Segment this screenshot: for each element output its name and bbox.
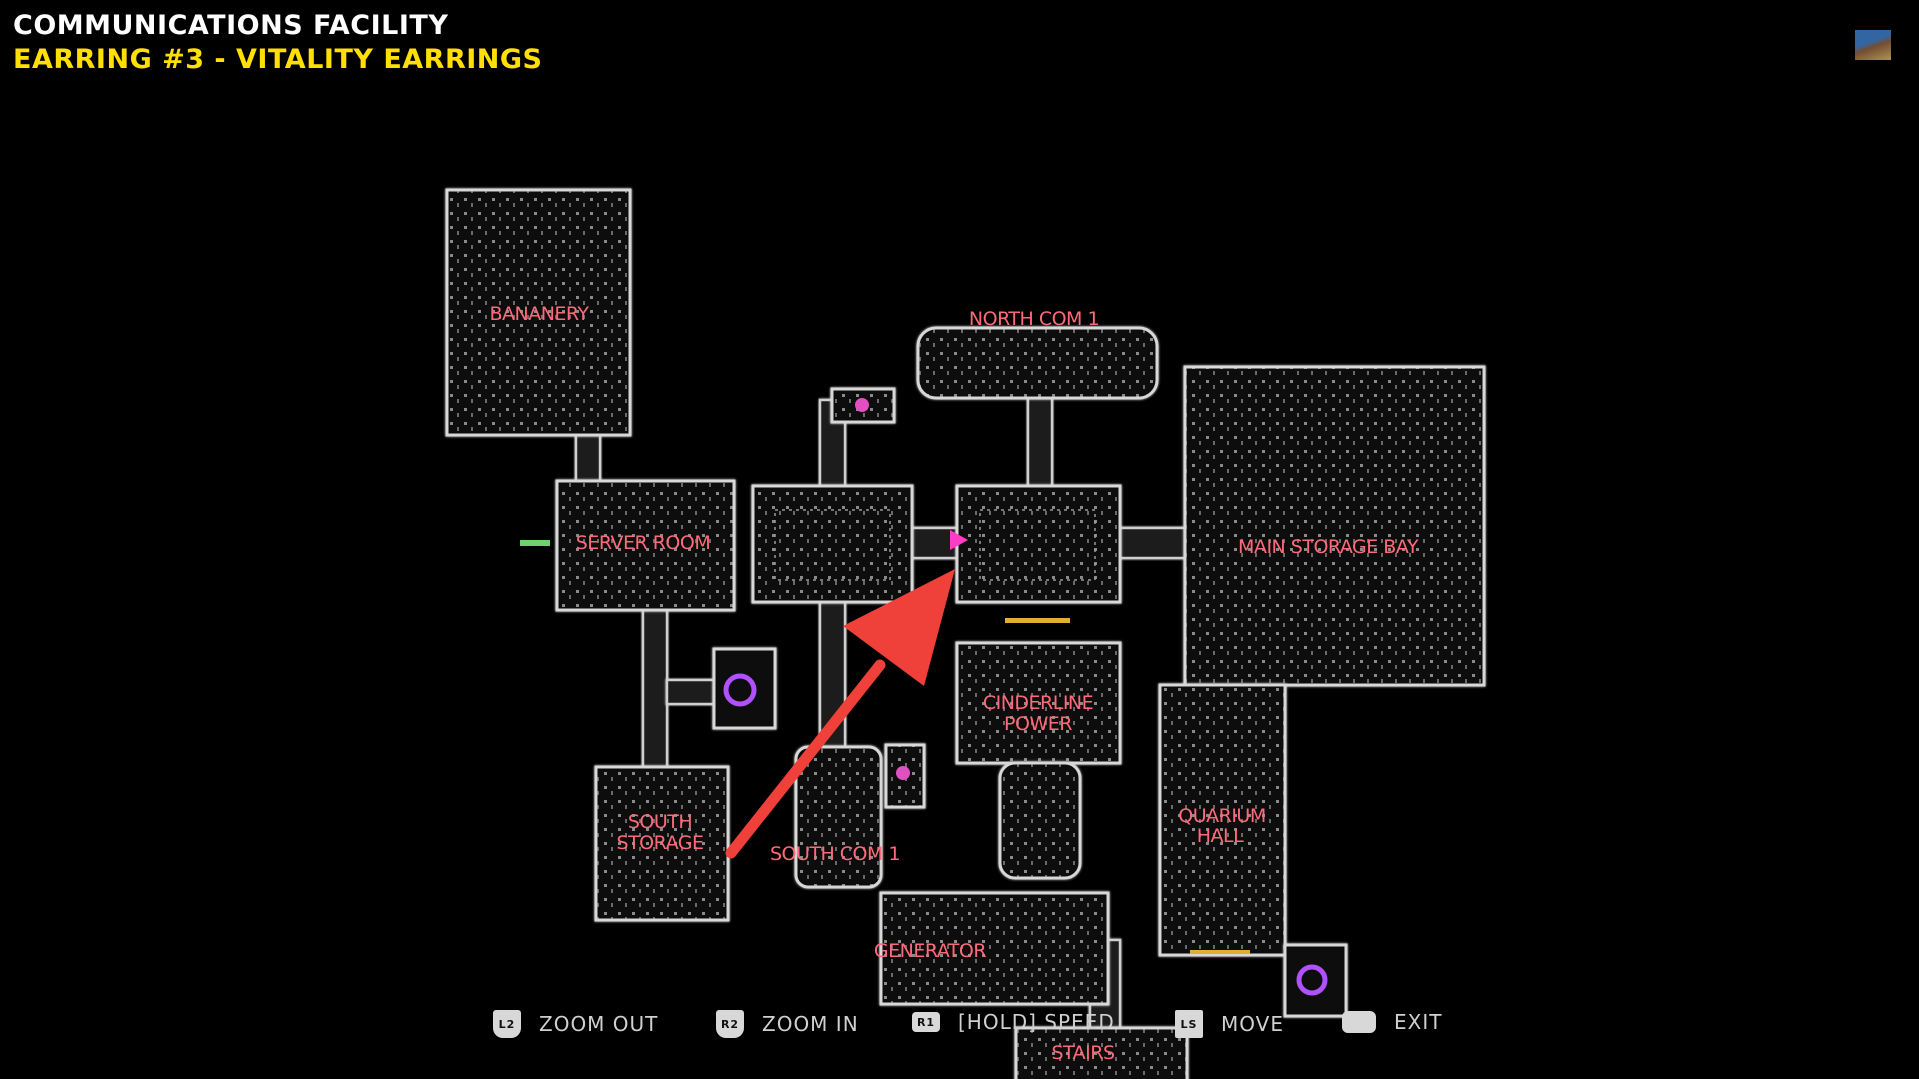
room-main-storage[interactable] bbox=[1183, 365, 1486, 687]
room-cross-block[interactable] bbox=[751, 484, 914, 604]
player-marker bbox=[950, 530, 968, 550]
objective-title: EARRING #3 - VITALITY EARRINGS bbox=[13, 44, 543, 75]
location-title: COMMUNICATIONS FACILITY bbox=[13, 10, 449, 41]
door-marker bbox=[1190, 950, 1250, 954]
room-north-com[interactable] bbox=[916, 326, 1159, 400]
fast-travel-icon[interactable] bbox=[1296, 964, 1328, 996]
red-arrow-annotation bbox=[725, 569, 955, 859]
control-move[interactable]: LS MOVE bbox=[1175, 1010, 1284, 1038]
room-south-storage[interactable] bbox=[594, 765, 730, 922]
camera-thumbnail bbox=[1855, 30, 1891, 60]
room-stairs[interactable] bbox=[1014, 1026, 1189, 1079]
control-label: ZOOM OUT bbox=[539, 1012, 659, 1036]
label-stairs: STAIRS bbox=[1051, 1042, 1114, 1064]
room-aquarium-hall[interactable] bbox=[1158, 683, 1287, 957]
l2-button-icon: L2 bbox=[493, 1010, 521, 1038]
label-storage: STORAGE bbox=[617, 832, 704, 854]
room-small-purple[interactable] bbox=[712, 647, 777, 730]
label-generator: GENERATOR bbox=[874, 940, 986, 962]
label-aquarium: QUARIUM bbox=[1178, 805, 1265, 827]
control-zoom-in[interactable]: R2 ZOOM IN bbox=[716, 1010, 859, 1038]
door-marker bbox=[1005, 618, 1070, 623]
weapon-icon bbox=[520, 540, 550, 546]
room-inner-outline bbox=[774, 509, 891, 581]
options-button-icon bbox=[1342, 1011, 1376, 1033]
label-cinderline: CINDERLINE bbox=[983, 692, 1093, 714]
room-bananery[interactable] bbox=[445, 188, 632, 437]
room-server[interactable] bbox=[555, 479, 736, 612]
control-label: EXIT bbox=[1394, 1010, 1443, 1034]
room-cinderline[interactable] bbox=[955, 641, 1122, 765]
control-label: MOVE bbox=[1221, 1012, 1284, 1036]
label-bananery: BANANERY bbox=[489, 303, 589, 325]
controls-bar: L2 ZOOM OUT R2 ZOOM IN R1 [HOLD] SPEED LS MO… bbox=[0, 1010, 1919, 1046]
fast-travel-icon[interactable] bbox=[723, 673, 757, 707]
label-server-room: SERVER ROOM bbox=[576, 532, 710, 554]
label-north-com: NORTH COM 1 bbox=[969, 308, 1099, 330]
left-stick-icon: LS bbox=[1175, 1010, 1203, 1038]
save-point-icon[interactable] bbox=[855, 398, 869, 412]
arrow-shaft bbox=[725, 659, 886, 859]
room-generator[interactable] bbox=[879, 891, 1110, 1006]
room-south-com[interactable] bbox=[794, 745, 883, 889]
room-inner-outline bbox=[979, 509, 1096, 581]
control-label: ZOOM IN bbox=[762, 1012, 859, 1036]
label-power: POWER bbox=[1004, 713, 1072, 735]
room-small-se[interactable] bbox=[1283, 943, 1348, 1018]
control-exit[interactable]: EXIT bbox=[1342, 1010, 1442, 1034]
save-point-icon[interactable] bbox=[896, 766, 910, 780]
control-zoom-out[interactable]: L2 ZOOM OUT bbox=[493, 1010, 658, 1038]
label-south-com: SOUTH COM 1 bbox=[770, 843, 900, 865]
r2-button-icon: R2 bbox=[716, 1010, 744, 1038]
r1-button-icon: R1 bbox=[912, 1012, 940, 1032]
room-cinderline-south[interactable] bbox=[998, 761, 1082, 880]
label-south: SOUTH bbox=[628, 811, 692, 833]
label-hall: HALL bbox=[1197, 825, 1244, 847]
label-main-storage: MAIN STORAGE BAY bbox=[1238, 536, 1419, 558]
control-label: [HOLD] SPEED bbox=[958, 1010, 1115, 1034]
control-speed[interactable]: R1 [HOLD] SPEED bbox=[912, 1010, 1115, 1034]
arrow-head bbox=[843, 569, 955, 686]
